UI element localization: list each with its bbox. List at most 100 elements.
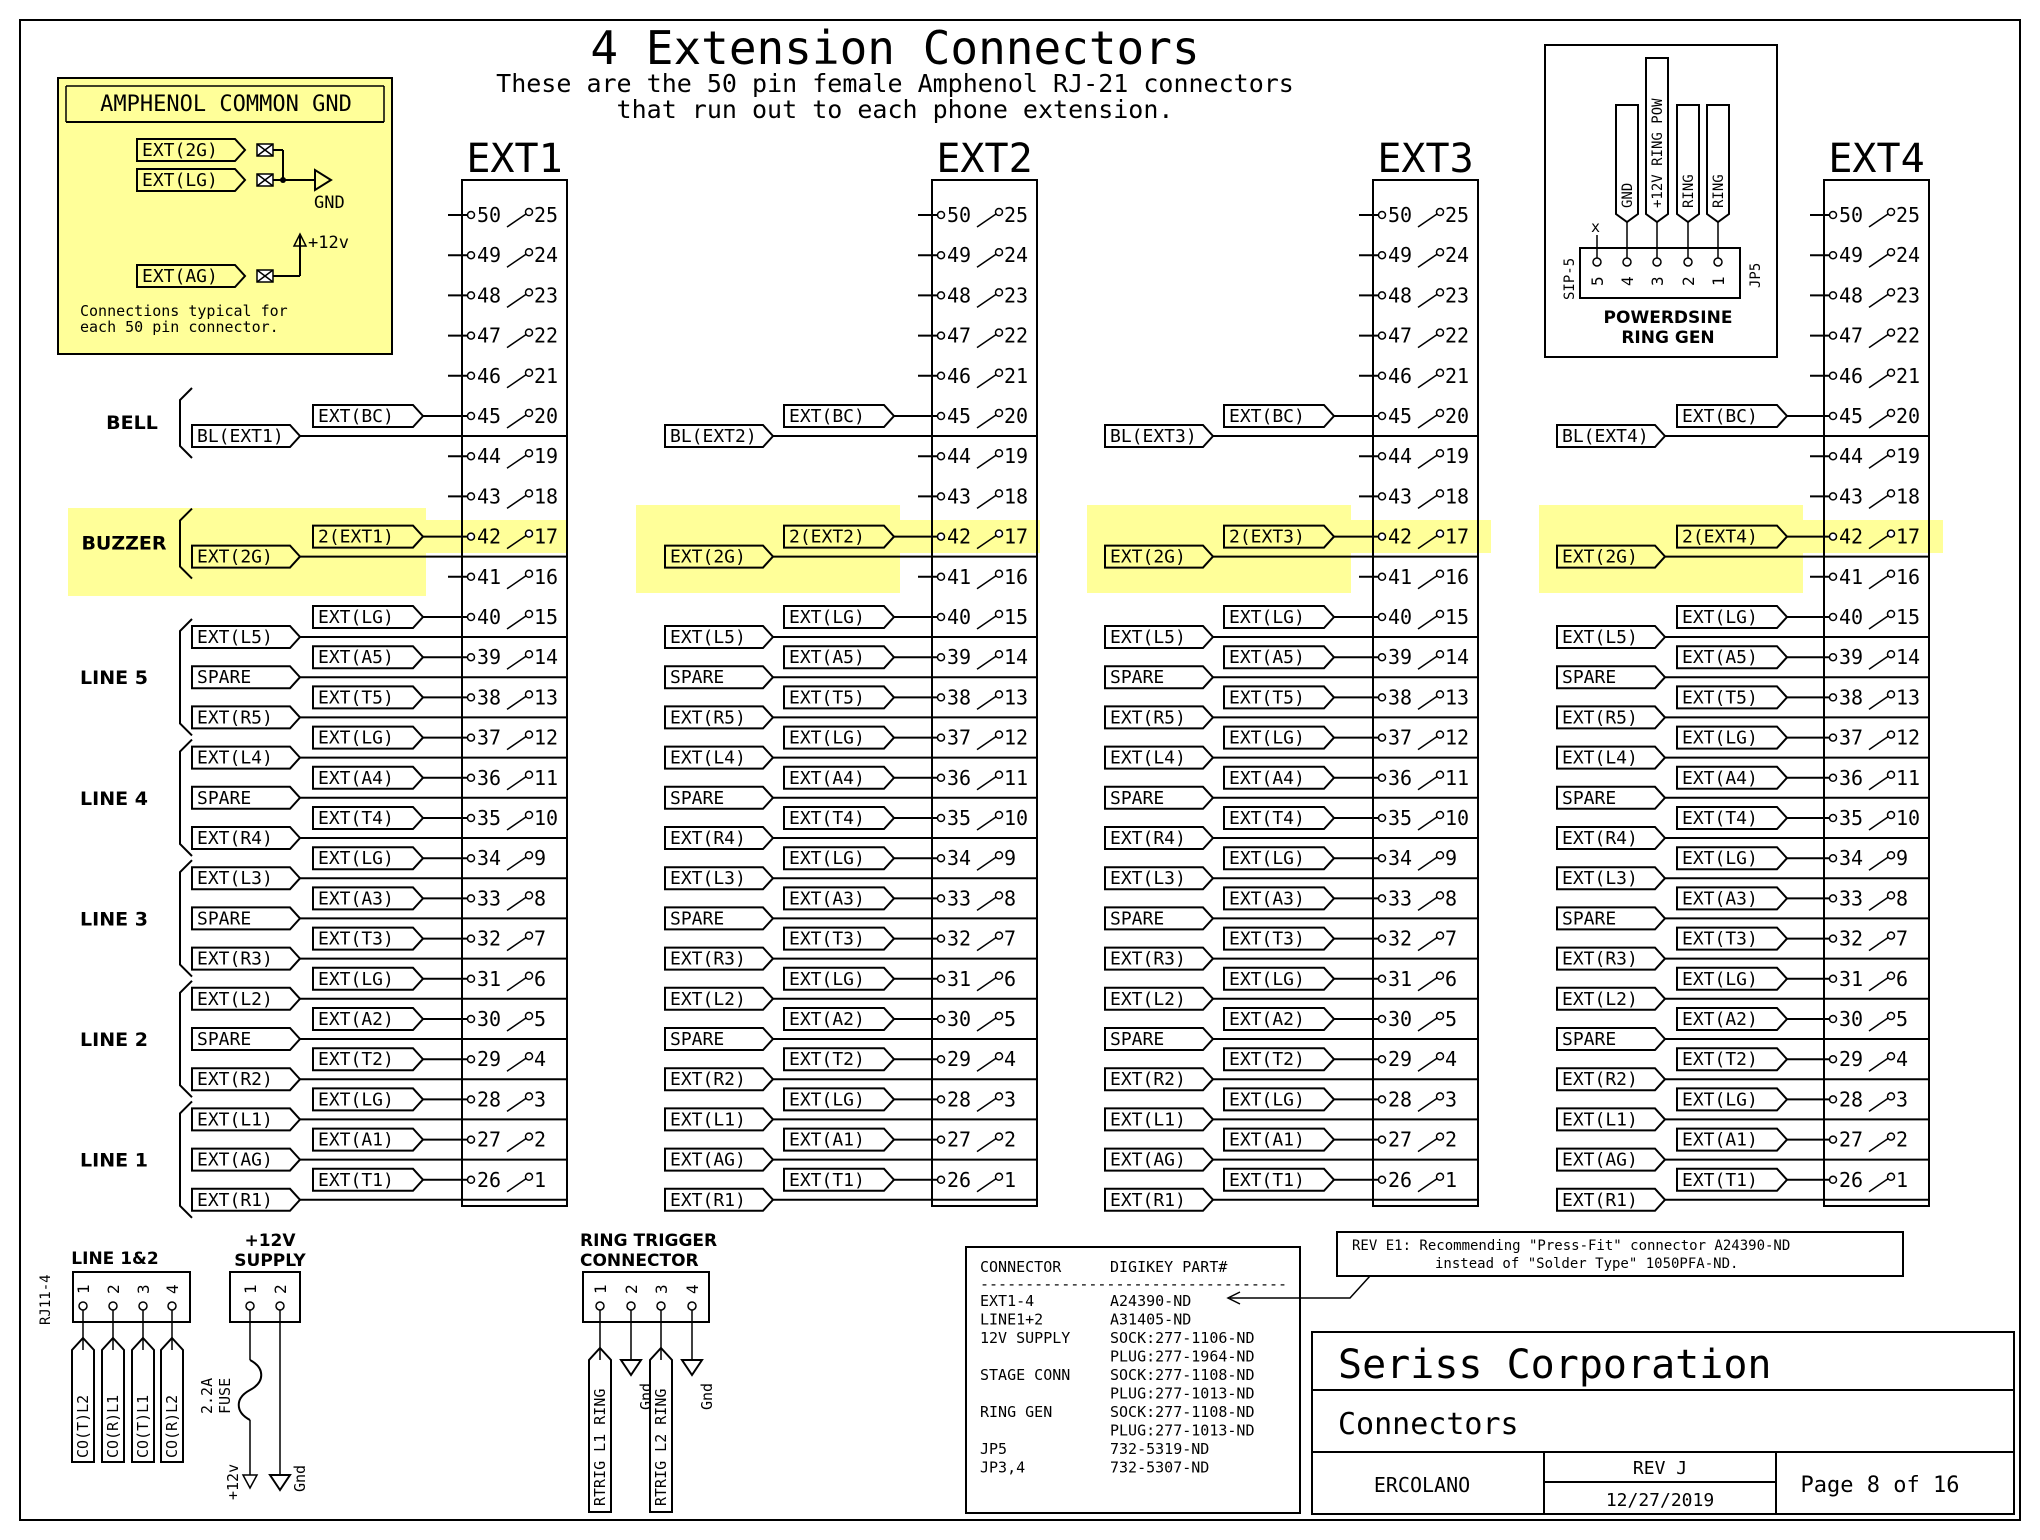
- net-line-left-text: SPARE: [1110, 667, 1164, 688]
- pin-switch: [506, 776, 527, 791]
- net-line-right-text: EXT(A5): [1229, 647, 1305, 668]
- pin-contact: [994, 368, 1004, 378]
- net-bell: BL(EXT4): [1556, 424, 1667, 448]
- pin-label-right: 16: [534, 565, 558, 589]
- net-line-right-text: EXT(LG): [1229, 848, 1305, 869]
- net-line-left: EXT(L5): [1104, 625, 1215, 649]
- sheet-title: Connectors: [1338, 1407, 1519, 1442]
- pin-contact: [524, 891, 534, 900]
- net-line-right-text: EXT(A2): [1682, 1009, 1758, 1030]
- pin-contact: [524, 609, 534, 619]
- net-line-right-text: EXT(LG): [318, 1089, 394, 1110]
- bom-row-part: SOCK:277-1106-ND: [1110, 1329, 1255, 1347]
- pin-contact: [1435, 448, 1445, 458]
- net-line-left: EXT(R1): [1556, 1187, 1667, 1212]
- net-line-right-text: EXT(T4): [1229, 808, 1305, 829]
- pin-contact: [1377, 291, 1387, 300]
- pin-switch: [1868, 333, 1889, 349]
- bom-row-part: PLUG:277-1013-ND: [1110, 1385, 1255, 1403]
- pin-label-left: 48: [477, 283, 501, 307]
- connector-name: EXT2: [936, 136, 1032, 182]
- ring-gen-sip-label: SIP-5: [1562, 258, 1578, 300]
- net-line-left-outline: [664, 1027, 775, 1051]
- net-line-left-text: EXT(R1): [670, 1190, 746, 1211]
- net-line-right-outline: [312, 926, 425, 951]
- line-group-label: LINE 1: [80, 1150, 148, 1172]
- ring-trigger-pin: [687, 1301, 697, 1311]
- net-line-left-outline: [664, 826, 775, 850]
- pin-label-right: 4: [534, 1047, 546, 1071]
- net-line-right: EXT(A5): [783, 645, 896, 670]
- pin-label-left: 31: [477, 967, 501, 991]
- net-line-left-text: EXT(L5): [1110, 627, 1186, 648]
- pin-contact: [1886, 1051, 1896, 1061]
- bom-row-connector: EXT1-4: [980, 1292, 1034, 1310]
- pin-switch: [976, 534, 997, 550]
- net-line-left: EXT(R5): [664, 705, 775, 730]
- net-line-right-outline: [1676, 645, 1789, 670]
- net-line-right-text: EXT(LG): [789, 969, 865, 990]
- net-line-right-text: EXT(LG): [789, 728, 865, 749]
- net-line-left: EXT(L5): [664, 625, 775, 649]
- net-line-right: EXT(A1): [1223, 1127, 1336, 1152]
- line12-signal: CO(R)L1: [104, 1395, 122, 1458]
- pin-label-left: 42: [477, 525, 501, 549]
- net-line-left-text: EXT(R1): [197, 1190, 273, 1211]
- pin-switch: [976, 655, 997, 670]
- net-line-right-text: EXT(A4): [318, 768, 394, 789]
- net-line-right-text: EXT(A1): [1682, 1130, 1758, 1151]
- pin-label-left: 29: [1388, 1047, 1412, 1071]
- ring-trigger-pin: [595, 1301, 605, 1311]
- amphenol-note-line-2: each 50 pin connector.: [80, 318, 279, 336]
- pin-label-right: 20: [534, 404, 558, 428]
- net-line-right-text: EXT(LG): [1229, 728, 1305, 749]
- line12-pin-number: 3: [134, 1284, 153, 1294]
- pin-label-right: 6: [1445, 967, 1457, 991]
- bell-label: BELL: [106, 412, 158, 434]
- net-line-right: EXT(A4): [783, 765, 896, 790]
- pin-label-right: 7: [1445, 927, 1457, 951]
- page-subtitle-line-2: that run out to each phone extension.: [617, 95, 1174, 124]
- net-line-right: EXT(T4): [783, 806, 896, 830]
- net-buzzer-outline: [1676, 524, 1789, 549]
- net-buzzer-outline: [312, 524, 425, 549]
- pin-contact: [466, 894, 476, 903]
- pin-contact: [936, 371, 946, 381]
- pin-label-right: 2: [1445, 1128, 1457, 1152]
- line-brace: [179, 738, 193, 857]
- pin-switch: [976, 575, 997, 590]
- net-line-right: EXT(A2): [1676, 1007, 1789, 1031]
- pin-contact: [936, 250, 946, 260]
- pin-label-left: 46: [1388, 364, 1412, 388]
- pin-contact: [1828, 813, 1838, 823]
- net-line-left: EXT(R1): [191, 1187, 302, 1212]
- net-line-right-text: EXT(LG): [1229, 1089, 1305, 1110]
- net-line-left: EXT(AG): [664, 1147, 775, 1172]
- net-line-left: EXT(L5): [1556, 625, 1667, 649]
- pin-contact: [1435, 1092, 1445, 1101]
- net-line-left-text: SPARE: [1562, 788, 1616, 809]
- net-line-left: EXT(L4): [1556, 745, 1667, 770]
- net-line-left: SPARE: [191, 906, 302, 931]
- pin-label-left: 32: [1388, 927, 1412, 951]
- pin-contact: [936, 693, 946, 702]
- pin-contact: [1435, 207, 1445, 217]
- pin-label-right: 10: [534, 806, 558, 830]
- net-line-right-text: EXT(T3): [1682, 929, 1758, 950]
- pin-contact: [1828, 1175, 1838, 1185]
- pin-switch: [506, 414, 527, 429]
- net-line-left-text: SPARE: [1562, 1029, 1616, 1050]
- pin-label-left: 47: [947, 324, 971, 348]
- ring-gen-x-mark: x: [1591, 218, 1600, 236]
- pin-contact: [994, 328, 1004, 337]
- net-line-left-outline: [191, 826, 302, 850]
- line12-pin: [78, 1301, 88, 1311]
- pin-label-left: 50: [1839, 203, 1863, 227]
- pin-contact: [1435, 1051, 1445, 1061]
- pin-contact: [1886, 207, 1896, 217]
- pin-label-left: 35: [1388, 806, 1412, 830]
- pin-label-left: 33: [477, 886, 501, 910]
- net-line-right-outline: [1676, 1047, 1789, 1072]
- net-line-left-outline: [1556, 665, 1667, 690]
- pin-contact: [466, 451, 476, 461]
